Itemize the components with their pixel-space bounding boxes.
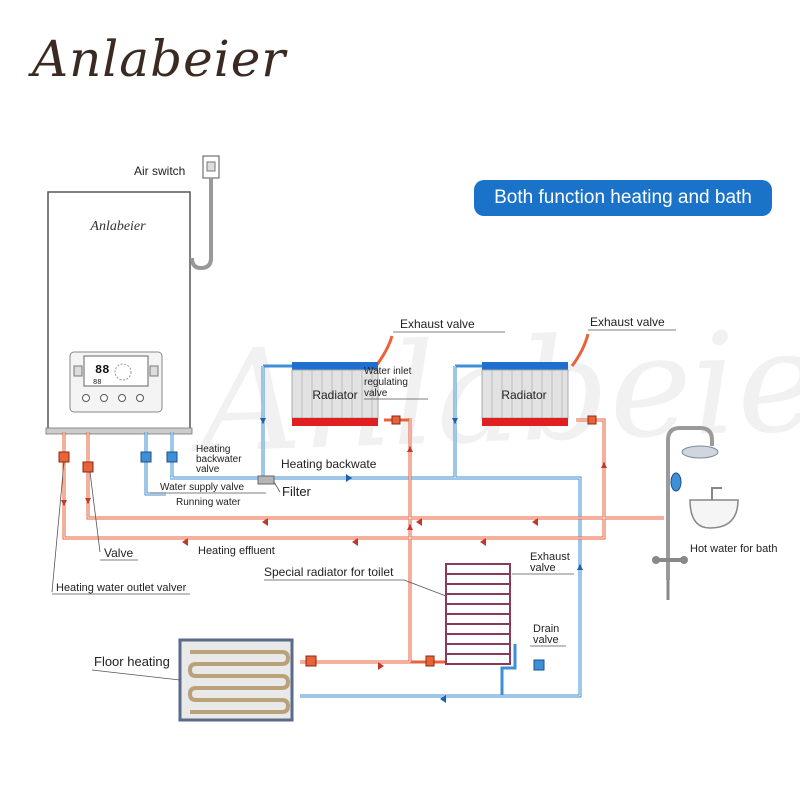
label-backwater-valve-2: backwater — [196, 454, 242, 465]
shower-set — [652, 426, 739, 600]
label-drain-valve-l2: valve — [533, 634, 559, 646]
label-heating-water-outlet-valver: Heating water outlet valver — [56, 582, 187, 594]
toilet-radiator — [445, 563, 511, 665]
panel-brand: Anlabeier — [89, 219, 146, 234]
label-valve: Valve — [104, 546, 133, 560]
control-panel: 88 88 — [69, 351, 163, 413]
label-exhaust-valve-1: Exhaust valve — [400, 317, 475, 331]
label-drain-valve-l1: Drain — [533, 623, 559, 635]
panel-button-4[interactable] — [136, 394, 144, 402]
toilet-radiator-valve-icon — [425, 655, 435, 667]
panel-button-2[interactable] — [100, 394, 108, 402]
label-running-water: Running water — [176, 497, 241, 508]
label-radiator-1: Radiator — [312, 388, 357, 402]
label-heating-effluent: Heating effluent — [198, 545, 275, 557]
radiator-2 — [481, 362, 569, 426]
headline-badge: Both function heating and bath — [474, 180, 772, 216]
label-air-switch: Air switch — [134, 164, 185, 178]
brand-logo: Anlabeier — [32, 30, 287, 88]
radiator-2-inlet-valve-icon — [587, 415, 597, 425]
label-filter: Filter — [282, 484, 312, 499]
display-small-digits: 88 — [93, 379, 101, 387]
label-special-radiator-toilet: Special radiator for toilet — [264, 565, 394, 579]
boiler-unit: Anlabeier 88 88 — [45, 191, 193, 435]
drain-valve-icon — [533, 659, 545, 671]
label-hot-water-for-bath: Hot water for bath — [690, 543, 777, 555]
display-big-digits: 88 — [95, 363, 109, 377]
backwater-valve-icon — [166, 451, 178, 463]
water-supply-valve-icon — [140, 451, 152, 463]
valve-icon — [82, 461, 94, 473]
flow-arrows — [61, 446, 607, 670]
panel-button-1[interactable] — [82, 394, 90, 402]
label-exhaust-valve-3-l1: Exhaust — [530, 551, 570, 563]
filter-icon — [257, 475, 275, 485]
label-water-inlet-2: regulating — [364, 377, 408, 388]
label-water-supply-valve: Water supply valve — [160, 482, 245, 493]
label-heating-backwate: Heating backwate — [281, 457, 377, 471]
label-exhaust-valve-2: Exhaust valve — [590, 315, 665, 329]
air-switch — [190, 155, 220, 271]
label-floor-heating: Floor heating — [94, 654, 170, 669]
outlet-valve-icon — [58, 451, 70, 463]
floor-heating-valve-icon — [305, 655, 317, 667]
floor-heating-coil — [178, 638, 294, 722]
label-backwater-valve-1: Heating — [196, 444, 230, 455]
radiator-1 — [291, 362, 379, 426]
panel-button-3[interactable] — [118, 394, 126, 402]
label-water-inlet-1: Water inlet — [364, 366, 412, 377]
water-inlet-valve-icon — [391, 415, 401, 425]
label-backwater-valve-3: valve — [196, 464, 220, 475]
label-radiator-2: Radiator — [501, 388, 546, 402]
label-exhaust-valve-3-l2: valve — [530, 562, 556, 574]
label-water-inlet-3: valve — [364, 388, 388, 399]
